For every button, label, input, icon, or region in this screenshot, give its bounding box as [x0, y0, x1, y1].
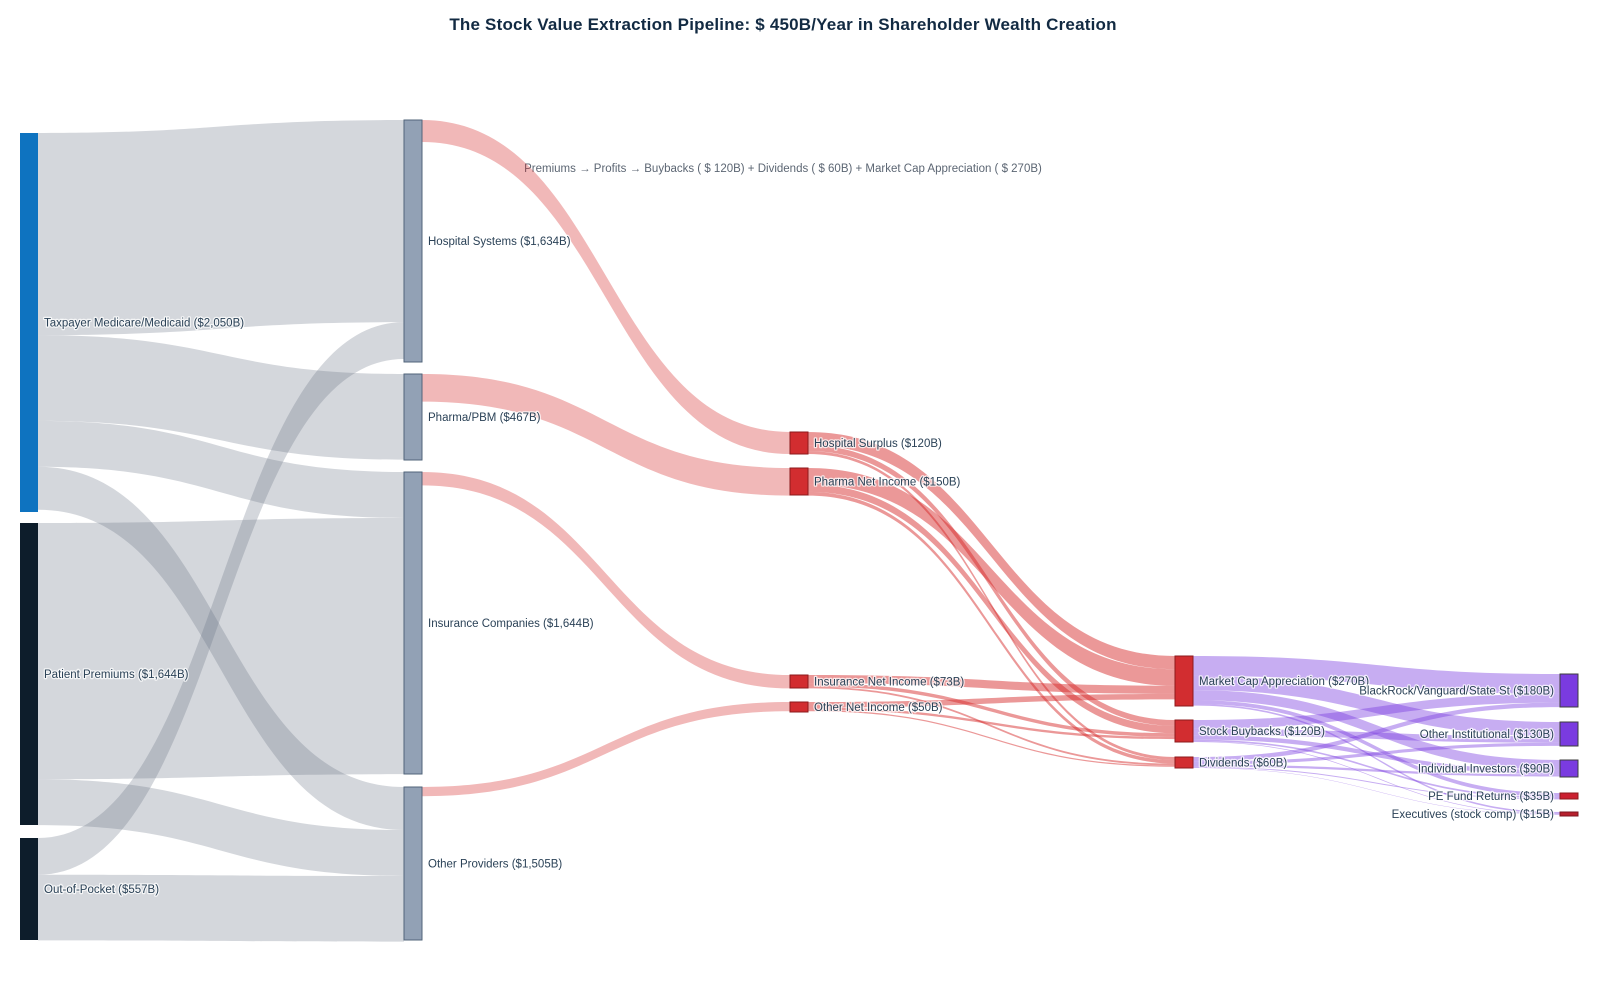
sankey-link-dividends-pe_fund[interactable]	[1193, 766, 1560, 800]
sankey-link-other_net-dividends[interactable]	[808, 709, 1175, 767]
sankey-link-mcap-other_inst[interactable]	[1193, 675, 1560, 737]
sankey-node-label-premiums: Patient Premiums ($1,644B)	[44, 669, 189, 681]
sankey-link-hosp_surplus-buybacks[interactable]	[808, 445, 1175, 726]
sankey-link-hospital-hosp_surplus[interactable]	[422, 120, 790, 455]
sankey-link-buybacks-executives[interactable]	[1193, 741, 1560, 815]
sankey-link-buybacks-individual[interactable]	[1193, 735, 1560, 775]
sankey-link-pharma_net-mcap[interactable]	[808, 468, 1175, 686]
sankey-link-taxpayer-hospital[interactable]	[38, 120, 404, 336]
sankey-node-taxpayer[interactable]	[20, 133, 38, 512]
sankey-node-label-individual: Individual Investors ($90B)	[1418, 764, 1554, 776]
sankey-link-ins_net-dividends[interactable]	[808, 686, 1175, 766]
sankey-node-buybacks[interactable]	[1174, 719, 1194, 743]
sankey-node-label-buybacks: Stock Buybacks ($120B)	[1199, 726, 1325, 738]
sankey-link-ins_net-mcap[interactable]	[808, 675, 1175, 694]
sankey-node-label-other_inst: Other Institutional ($130B)	[1420, 729, 1554, 741]
sankey-node-other_prov[interactable]	[403, 786, 423, 941]
sankey-node-other_inst[interactable]	[1559, 721, 1579, 747]
sankey-node-label-dividends: Dividends ($60B)	[1199, 758, 1287, 770]
sankey-node-insurance[interactable]	[403, 471, 423, 775]
sankey-node-label-other_net: Other Net Income ($50B)	[814, 702, 943, 714]
sankey-node-label-hospital: Hospital Systems ($1,634B)	[428, 236, 571, 248]
sankey-node-label-ins_net: Insurance Net Income ($73B)	[814, 677, 964, 689]
sankey-link-mcap-individual[interactable]	[1193, 690, 1560, 770]
sankey-link-other_net-mcap[interactable]	[808, 693, 1175, 708]
sankey-link-insurance-ins_net[interactable]	[422, 472, 790, 689]
sankey-node-hosp_surplus[interactable]	[789, 431, 809, 455]
sankey-link-mcap-executives[interactable]	[1193, 703, 1560, 814]
sankey-node-hospital[interactable]	[403, 119, 423, 363]
sankey-link-pharma_net-buybacks[interactable]	[808, 484, 1175, 734]
sankey-link-taxpayer-pharma[interactable]	[38, 335, 404, 460]
sankey-link-ins_net-buybacks[interactable]	[808, 683, 1175, 737]
sankey-node-blackrock[interactable]	[1559, 673, 1579, 708]
sankey-link-taxpayer-other_prov[interactable]	[38, 466, 404, 831]
sankey-link-dividends-other_inst[interactable]	[1193, 742, 1560, 765]
sankey-link-buybacks-other_inst[interactable]	[1193, 728, 1560, 743]
sankey-link-dividends-individual[interactable]	[1193, 764, 1560, 777]
sankey-link-mcap-pe_fund[interactable]	[1193, 700, 1560, 797]
sankey-link-other_prov-other_net[interactable]	[422, 702, 790, 797]
sankey-node-label-other_prov: Other Providers ($1,505B)	[428, 859, 562, 871]
sankey-node-label-hosp_surplus: Hospital Surplus ($120B)	[814, 438, 942, 450]
sankey-node-other_net[interactable]	[789, 701, 809, 713]
sankey-link-other_net-buybacks[interactable]	[808, 707, 1175, 740]
sankey-node-mcap[interactable]	[1174, 655, 1194, 707]
sankey-node-label-pharma_net: Pharma Net Income ($150B)	[814, 477, 961, 489]
sankey-node-individual[interactable]	[1559, 759, 1579, 778]
sankey-node-ins_net[interactable]	[789, 674, 809, 689]
sankey-node-label-taxpayer: Taxpayer Medicare/Medicaid ($2,050B)	[44, 318, 244, 330]
sankey-link-dividends-executives[interactable]	[1193, 767, 1560, 815]
sankey-node-oop[interactable]	[20, 838, 38, 940]
sankey-node-label-executives: Executives (stock comp) ($15B)	[1392, 809, 1555, 821]
sankey-link-dividends-blackrock[interactable]	[1193, 702, 1560, 762]
chart-title: The Stock Value Extraction Pipeline: $ 4…	[449, 15, 1117, 34]
sankey-node-pharma_net[interactable]	[789, 467, 809, 496]
sankey-link-taxpayer-insurance[interactable]	[38, 420, 404, 518]
sankey-node-label-pe_fund: PE Fund Returns ($35B)	[1428, 791, 1554, 803]
sankey-node-executives[interactable]	[1559, 811, 1579, 817]
sankey-link-premiums-other_prov[interactable]	[38, 779, 404, 876]
sankey-link-pharma-pharma_net[interactable]	[422, 374, 790, 496]
sankey-link-buybacks-pe_fund[interactable]	[1193, 739, 1560, 799]
sankey-node-label-pharma: Pharma/PBM ($467B)	[428, 412, 541, 424]
sankey-link-premiums-insurance[interactable]	[38, 517, 404, 780]
sankey-link-hosp_surplus-dividends[interactable]	[808, 451, 1175, 760]
sankey-node-label-insurance: Insurance Companies ($1,644B)	[428, 618, 594, 630]
sankey-node-pe_fund[interactable]	[1559, 792, 1579, 800]
sankey-link-buybacks-blackrock[interactable]	[1193, 693, 1560, 729]
sankey-node-dividends[interactable]	[1174, 756, 1194, 769]
sankey-node-premiums[interactable]	[20, 523, 38, 825]
sankey-node-label-mcap: Market Cap Appreciation ($270B)	[1199, 676, 1369, 688]
sankey-link-hosp_surplus-mcap[interactable]	[808, 432, 1175, 670]
sankey-node-label-blackrock: BlackRock/Vanguard/State St ($180B)	[1359, 686, 1554, 698]
sankey-link-mcap-blackrock[interactable]	[1193, 656, 1560, 694]
sankey-node-pharma[interactable]	[403, 373, 423, 461]
sankey-link-oop-other_prov[interactable]	[38, 874, 404, 942]
flow-annotation: Premiums → Profits → Buybacks ( $ 120B) …	[524, 163, 1042, 175]
sankey-link-oop-hospital[interactable]	[38, 322, 404, 875]
sankey-link-pharma_net-dividends[interactable]	[808, 491, 1175, 764]
sankey-node-label-oop: Out-of-Pocket ($557B)	[44, 884, 159, 896]
